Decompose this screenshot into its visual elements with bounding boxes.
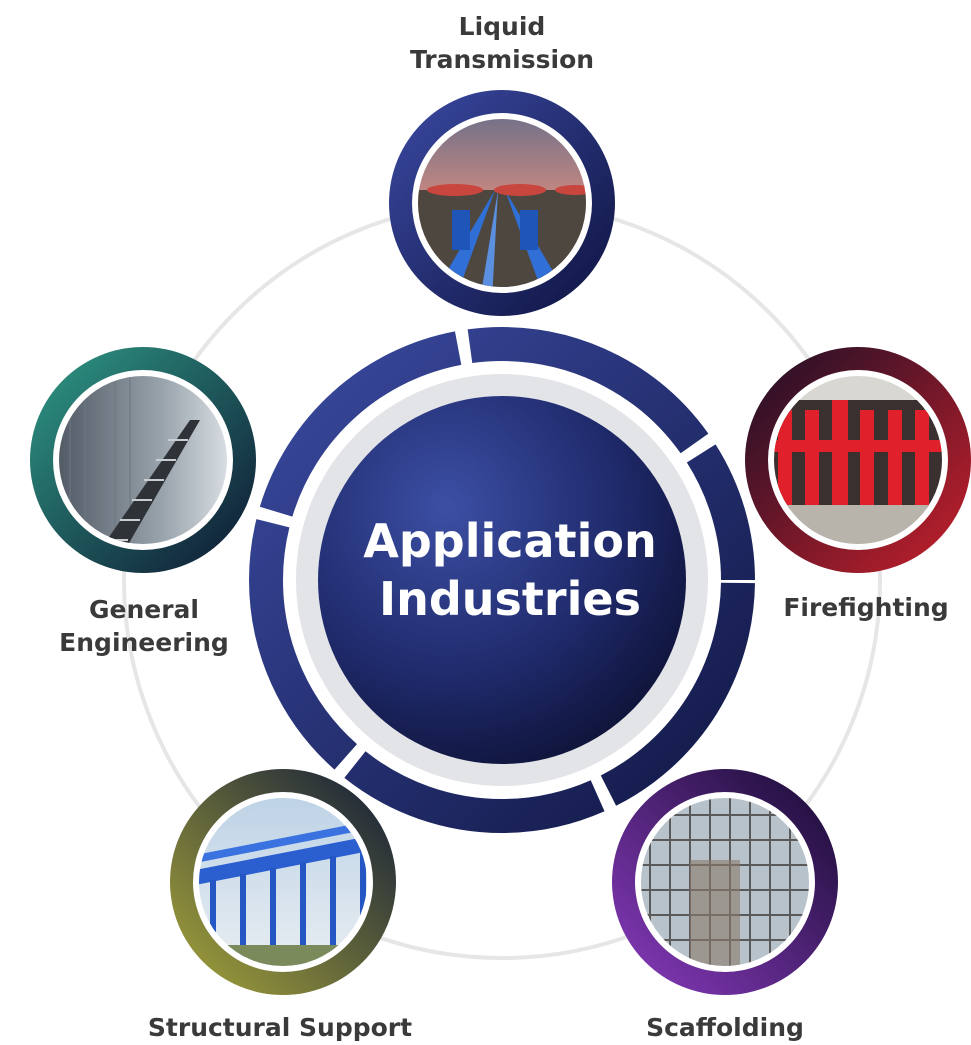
label-scaffolding[interactable]: Scaffolding xyxy=(625,1011,825,1044)
label-general-engineering[interactable]: General Engineering xyxy=(44,593,244,659)
node-scaffolding[interactable] xyxy=(612,769,838,995)
label-scaffolding-line1: Scaffolding xyxy=(646,1013,804,1042)
steel-staircase-photo xyxy=(59,376,227,544)
center-hub xyxy=(249,327,755,833)
node-liquid-transmission[interactable] xyxy=(389,90,615,316)
node-firefighting[interactable] xyxy=(745,347,971,573)
label-structural-support-line1: Structural Support xyxy=(147,1013,413,1042)
label-liquid-transmission-line2: Transmission xyxy=(409,45,595,74)
center-title-line2: Industries xyxy=(379,572,641,626)
label-structural-support[interactable]: Structural Support xyxy=(130,1011,430,1044)
label-general-engineering-line2: Engineering xyxy=(59,628,229,657)
label-liquid-transmission[interactable]: Liquid Transmission xyxy=(402,10,602,76)
scaffolding-tower-photo xyxy=(641,798,809,966)
node-structural-support[interactable] xyxy=(170,769,396,995)
label-firefighting-line1: Firefighting xyxy=(783,593,949,622)
blue-steel-frame-photo xyxy=(199,798,367,966)
node-general-engineering[interactable] xyxy=(30,347,256,573)
label-general-engineering-line1: General xyxy=(89,595,199,624)
label-firefighting[interactable]: Firefighting xyxy=(766,591,966,624)
label-liquid-transmission-line1: Liquid xyxy=(458,12,546,41)
center-title: Application Industries xyxy=(330,512,690,628)
center-title-line1: Application xyxy=(363,514,657,568)
